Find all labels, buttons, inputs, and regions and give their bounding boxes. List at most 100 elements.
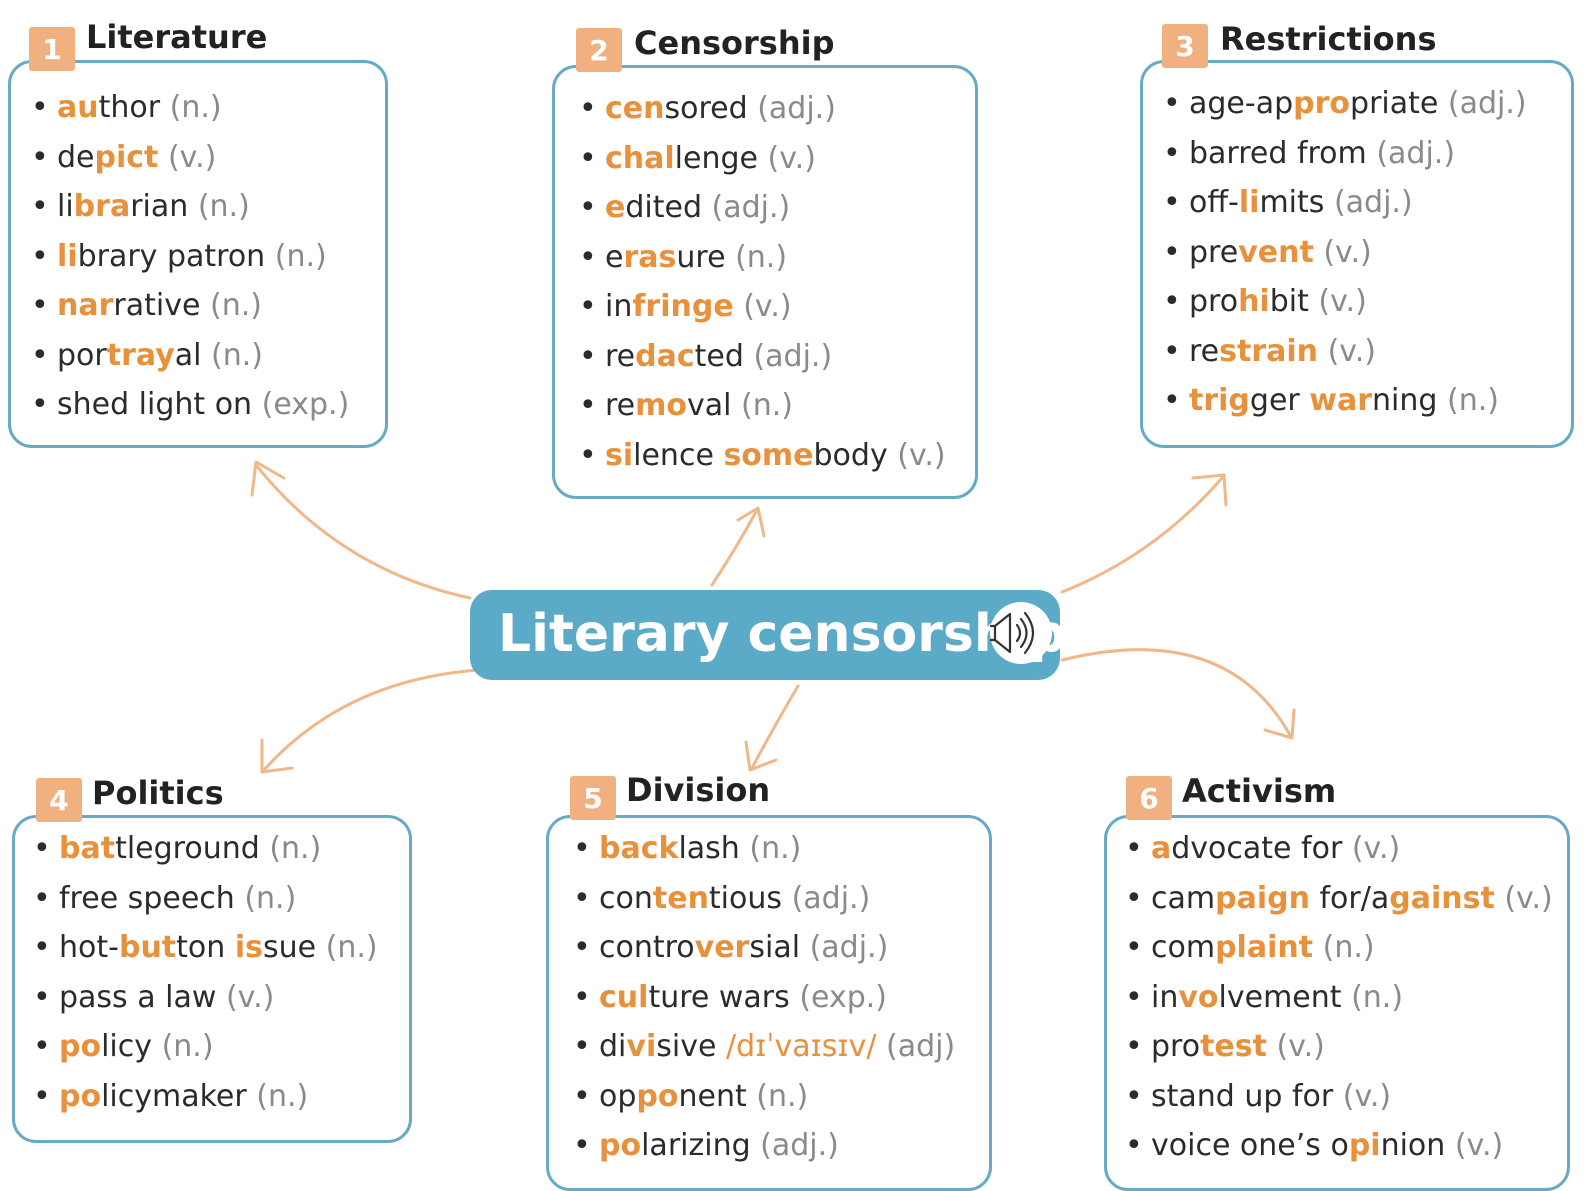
vocab-item: •challenge (v.) <box>579 134 975 184</box>
vocab-item: •campaign for/against (v.) <box>1125 874 1567 924</box>
part-of-speech: (n.) <box>1447 383 1499 418</box>
part-of-speech: (n.) <box>269 831 322 866</box>
stressed-syllable: po <box>636 1078 679 1114</box>
word-text: shed light on <box>57 387 253 422</box>
part-of-speech: (n.) <box>169 90 222 125</box>
part-of-speech: (v.) <box>167 139 217 175</box>
vocab-item: •culture wars (exp.) <box>573 973 989 1023</box>
stressed-syllable: a <box>1151 831 1172 866</box>
vocab-item: •policymaker (n.) <box>33 1072 409 1122</box>
bullet-icon: • <box>1125 930 1143 965</box>
word-text: sored <box>664 91 748 126</box>
arrow-to-censorship <box>710 510 758 587</box>
word-text: barred from <box>1189 135 1367 171</box>
part-of-speech: (n.) <box>211 337 263 373</box>
stressed-syllable: ver <box>694 930 750 965</box>
bullet-icon: • <box>573 1128 591 1163</box>
stressed-syllable: mo <box>635 388 688 423</box>
bullet-icon: • <box>33 1029 51 1064</box>
word-list: •author (n.)•depict (v.)•librarian (n.)•… <box>11 63 385 430</box>
vocab-item: •trigger warning (n.) <box>1163 376 1571 426</box>
word-text: body <box>813 437 888 473</box>
vocab-item: •policy (n.) <box>33 1022 409 1072</box>
word-text: bit <box>1269 284 1309 319</box>
word-text: nion <box>1380 1128 1446 1163</box>
vocab-item: •stand up for (v.) <box>1125 1072 1567 1122</box>
vocab-item: •free speech (n.) <box>33 874 409 924</box>
vocab-item: •contentious (adj.) <box>573 874 989 924</box>
category-number-badge: 5 <box>570 776 616 820</box>
stressed-syllable: po <box>59 1078 102 1114</box>
speaker-icon[interactable] <box>984 602 1052 664</box>
vocab-item: •off-limits (adj.) <box>1163 178 1571 228</box>
stressed-syllable: trig <box>1189 383 1250 418</box>
part-of-speech: (adj.) <box>753 338 833 374</box>
vocab-item: •restrain (v.) <box>1163 327 1571 377</box>
word-text: tleground <box>115 831 260 866</box>
bullet-icon: • <box>573 1029 591 1064</box>
word-list: •battleground (n.)•free speech (n.)•hot-… <box>15 818 409 1121</box>
bullet-icon: • <box>1125 880 1143 916</box>
word-text: pro <box>1151 1029 1201 1064</box>
arrowhead-division <box>744 740 778 772</box>
word-text: ger <box>1249 383 1310 418</box>
word-list: •censored (adj.)•challenge (v.)•edited (… <box>555 68 975 480</box>
vocab-item: •portrayal (n.) <box>31 331 385 381</box>
word-text: re <box>605 388 636 423</box>
stressed-syllable: pi <box>1348 1128 1381 1163</box>
vocab-item: •librarian (n.) <box>31 182 385 232</box>
word-text: rian <box>130 189 189 224</box>
word-text: lenge <box>674 140 758 176</box>
vocab-item: •author (n.) <box>31 83 385 133</box>
bullet-icon: • <box>573 1078 591 1114</box>
stressed-syllable: is <box>234 930 263 965</box>
bullet-icon: • <box>1125 1128 1143 1163</box>
vocab-item: •voice one’s opinion (v.) <box>1125 1121 1567 1171</box>
central-topic-node: Literary censorship <box>470 590 1066 680</box>
stressed-syllable: li <box>1238 185 1260 220</box>
stressed-syllable: pro <box>1293 86 1351 121</box>
vocab-item: •advocate for (v.) <box>1125 824 1567 874</box>
bullet-icon: • <box>1163 333 1181 369</box>
stressed-syllable: cul <box>599 979 649 1015</box>
vocab-item: •age-appropriate (adj.) <box>1163 79 1571 129</box>
category-number-badge: 1 <box>29 27 75 71</box>
stressed-syllable: si <box>605 437 634 473</box>
bullet-icon: • <box>1125 979 1143 1015</box>
vocab-item: •complaint (n.) <box>1125 923 1567 973</box>
part-of-speech: (v.) <box>897 437 946 473</box>
part-of-speech: (v.) <box>1351 831 1401 866</box>
arrow-to-politics <box>262 668 480 772</box>
category-heading: Censorship <box>634 24 835 62</box>
vocab-item: •battleground (n.) <box>33 824 409 874</box>
vocab-item: •erasure (n.) <box>579 233 975 283</box>
stressed-syllable: au <box>57 90 99 125</box>
part-of-speech: (n.) <box>1322 930 1375 965</box>
vocab-item: •silence somebody (v.) <box>579 431 975 481</box>
bullet-icon: • <box>579 289 597 324</box>
word-text: dvocate for <box>1171 831 1343 866</box>
vocab-item: •hot-button issue (n.) <box>33 923 409 973</box>
word-text: ton <box>176 930 235 965</box>
word-text: for/a <box>1309 880 1390 916</box>
bullet-icon: • <box>33 880 51 916</box>
bullet-icon: • <box>1125 831 1143 866</box>
word-text: cam <box>1151 880 1216 916</box>
part-of-speech: (adj.) <box>757 91 836 126</box>
part-of-speech: (adj) <box>885 1029 956 1064</box>
vocab-item: •prohibit (v.) <box>1163 277 1571 327</box>
word-text: re <box>1189 333 1220 369</box>
word-text: sue <box>262 930 317 965</box>
stressed-syllable: li <box>57 238 78 274</box>
part-of-speech: (v.) <box>1454 1128 1504 1163</box>
bullet-icon: • <box>31 238 49 274</box>
part-of-speech: (n.) <box>161 1029 214 1064</box>
word-text: com <box>1151 930 1216 965</box>
bullet-icon: • <box>1125 1029 1143 1064</box>
vocab-item: •censored (adj.) <box>579 84 975 134</box>
word-text: rative <box>113 288 201 323</box>
bullet-icon: • <box>573 979 591 1015</box>
category-box-literature: •author (n.)•depict (v.)•librarian (n.)•… <box>8 60 388 448</box>
word-text: ning <box>1372 383 1438 418</box>
